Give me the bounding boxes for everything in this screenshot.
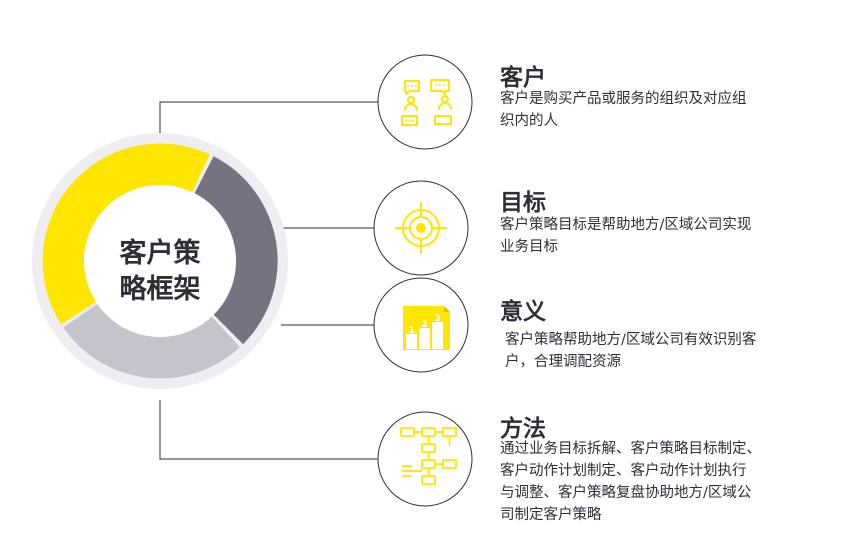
- desc-line: 通过业务目标拆解、客户策略目标制定、: [500, 441, 761, 457]
- ring-segment-light-gray: [63, 304, 240, 379]
- donut-ring: [32, 133, 288, 389]
- item-desc-meaning: 客户策略帮助地方/区域公司有效识别客 户，合理调配资源: [505, 329, 756, 373]
- ring-inner-disc: [84, 185, 236, 337]
- target-icon: [395, 202, 447, 254]
- item-desc-customer: 客户是购买产品或服务的组织及对应组 织内的人: [500, 88, 747, 132]
- item-title-meaning: 意义: [500, 299, 546, 325]
- center-label-line-2: 略框架: [119, 274, 201, 305]
- ring-segment-dark-gray: [194, 156, 278, 345]
- desc-line: 客户策略帮助地方/区域公司有效识别客: [505, 332, 757, 348]
- rank-digit-2: 2: [421, 320, 427, 330]
- people-chat-icon: [401, 79, 452, 126]
- center-label-line-1: 客户策: [119, 238, 201, 269]
- desc-line: 业务目标: [500, 239, 558, 255]
- item-title-customer: 客户: [500, 65, 546, 91]
- center-label: 客户策 略框架: [95, 236, 225, 308]
- ring-segment-yellow: [42, 143, 210, 325]
- icon-circle-method: [377, 411, 473, 507]
- desc-line: 客户动作计划制定、客户动作计划执行: [500, 463, 747, 479]
- flowchart-icon: [400, 427, 457, 485]
- desc-line: 与调整、客户策略复盘协助地方/区域公: [500, 485, 752, 501]
- rank-digit-3: 3: [434, 314, 440, 324]
- connector-method: [159, 400, 378, 460]
- icon-circle-customer: [377, 54, 473, 150]
- item-desc-method: 通过业务目标拆解、客户策略目标制定、 客户动作计划制定、客户动作计划执行 与调整…: [500, 438, 761, 526]
- item-desc-goal: 客户策略目标是帮助地方/区域公司实现 业务目标: [500, 214, 751, 258]
- desc-line: 织内的人: [500, 113, 558, 129]
- ranking-chart-icon: 1 2 3: [403, 306, 450, 350]
- icon-circles: [373, 54, 473, 507]
- desc-line: 客户是购买产品或服务的组织及对应组: [500, 91, 747, 107]
- item-title-goal: 目标: [500, 190, 546, 216]
- item-title-method: 方法: [500, 416, 546, 442]
- desc-line: 司制定客户策略: [500, 507, 602, 523]
- desc-line: 客户策略目标是帮助地方/区域公司实现: [500, 217, 752, 233]
- desc-line: 户，合理调配资源: [505, 354, 621, 370]
- rank-digit-1: 1: [408, 326, 414, 336]
